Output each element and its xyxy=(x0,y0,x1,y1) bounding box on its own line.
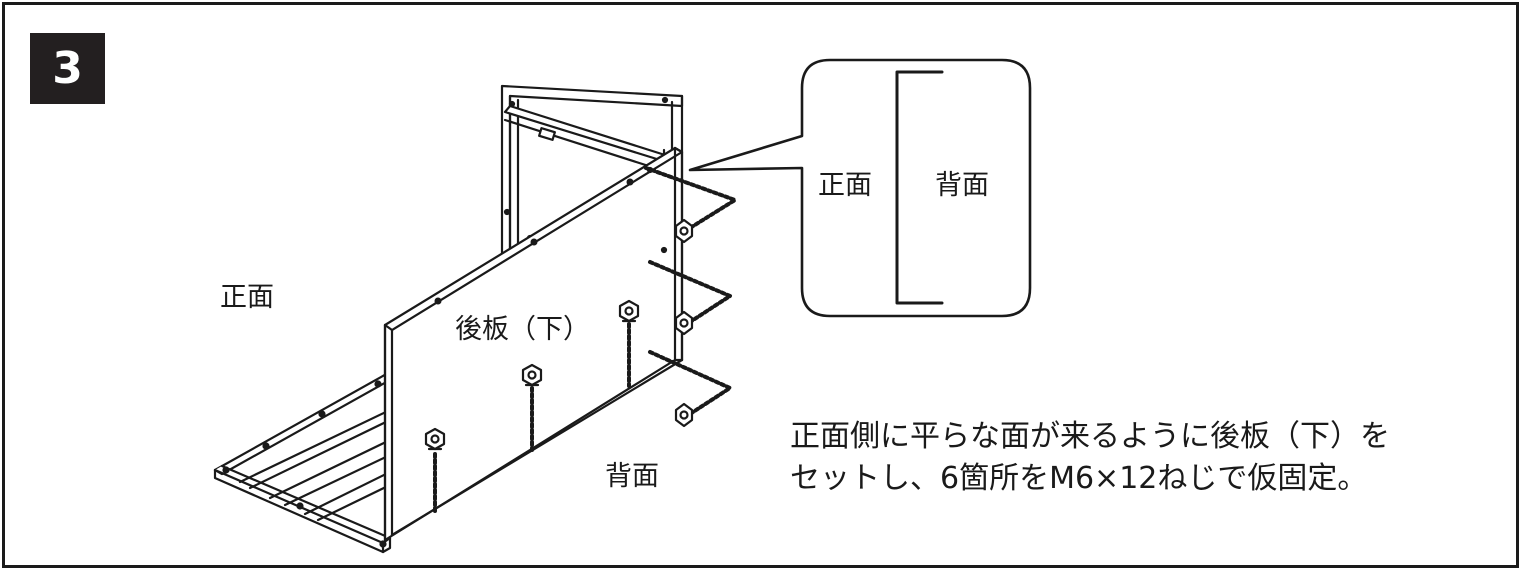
instruction-line-2: セットし、6箇所をM6×12ねじで仮固定。 xyxy=(790,461,1368,496)
instruction-line-1: 正面側に平らな面が来るように後板（下）を xyxy=(790,419,1390,454)
side-frame xyxy=(500,84,684,362)
screw-icon xyxy=(674,310,694,336)
front-label: 正面 xyxy=(220,282,274,313)
step-number-badge: 3 xyxy=(30,33,105,104)
back-panel-label: 後板（下） xyxy=(455,314,590,345)
base-frame xyxy=(213,370,392,554)
screw-guides-vertical xyxy=(433,322,631,516)
callout-front-label: 正面 xyxy=(818,170,872,201)
instruction-text: 正面側に平らな面が来るように後板（下）を セットし、6箇所をM6×12ねじで仮固… xyxy=(790,416,1390,500)
screw-icon xyxy=(521,363,543,387)
screw-guides-diagonal xyxy=(644,166,737,416)
screw-icon xyxy=(674,402,694,428)
screw-icon xyxy=(674,218,694,244)
back-label: 背面 xyxy=(605,461,659,492)
callout-back-label: 背面 xyxy=(935,170,989,201)
back-panel-lower xyxy=(383,146,684,542)
callout-bubble xyxy=(688,58,1032,318)
screw-icon xyxy=(424,427,446,451)
screw-icon xyxy=(618,299,640,323)
